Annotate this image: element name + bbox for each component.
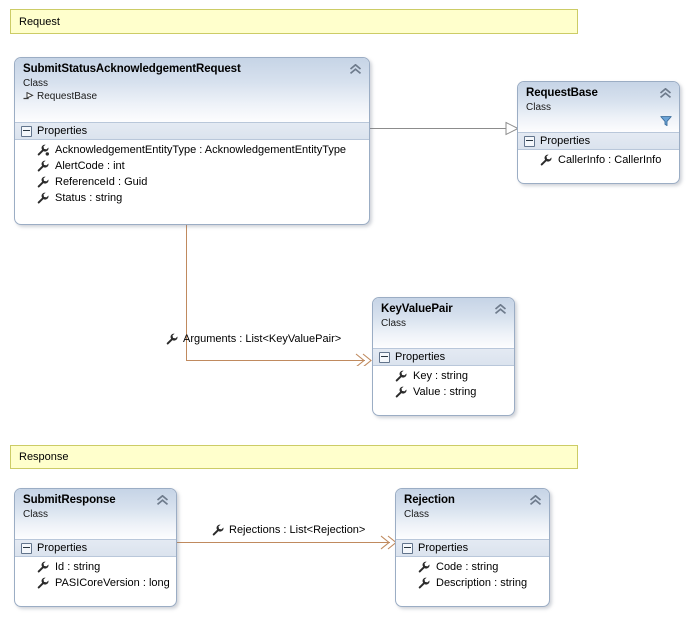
member-row[interactable]: AcknowledgementEntityType : Acknowledgem… <box>15 142 369 158</box>
collapse-toggle-icon[interactable] <box>21 542 32 554</box>
property-wrench-icon <box>395 370 407 382</box>
class-stereotype: Class <box>526 102 552 113</box>
group-banner-request-label: Request <box>19 15 60 28</box>
chevron-up-icon[interactable] <box>659 88 672 99</box>
compartment-label: Properties <box>418 542 469 554</box>
association-label-arguments-text: Arguments : List<KeyValuePair> <box>183 333 342 345</box>
member-list: AcknowledgementEntityType : Acknowledgem… <box>15 140 369 210</box>
property-wrench-icon <box>37 160 49 172</box>
property-wrench-icon <box>37 192 49 204</box>
member-label: AlertCode : int <box>55 160 125 172</box>
collapse-toggle-icon[interactable] <box>379 351 390 363</box>
class-title: SubmitResponse <box>23 494 116 506</box>
class-header: RequestBase Class <box>518 82 679 132</box>
class-header: SubmitResponse Class <box>15 489 176 539</box>
class-submit-status-acknowledgement-request[interactable]: SubmitStatusAcknowledgementRequest Class… <box>14 57 370 225</box>
class-title: SubmitStatusAcknowledgementRequest <box>23 63 241 75</box>
compartment-label: Properties <box>37 125 88 137</box>
member-label: PASICoreVersion : long <box>55 577 170 589</box>
class-stereotype: Class <box>381 318 407 329</box>
group-banner-response[interactable]: Response <box>10 445 578 469</box>
collapse-toggle-icon[interactable] <box>524 135 535 147</box>
class-request-base[interactable]: RequestBase Class Properties CallerInfo … <box>517 81 680 184</box>
compartment-label: Properties <box>540 135 591 147</box>
compartment-header-properties[interactable]: Properties <box>396 539 549 557</box>
class-rejection[interactable]: Rejection Class Properties Code : string <box>395 488 550 607</box>
member-row[interactable]: Id : string <box>15 559 176 575</box>
property-wrench-icon <box>37 577 49 589</box>
class-base-class: RequestBase <box>23 90 361 103</box>
property-wrench-icon <box>212 524 224 536</box>
property-wrench-icon <box>37 561 49 573</box>
compartment-header-properties[interactable]: Properties <box>15 122 369 140</box>
collapse-toggle-icon[interactable] <box>402 542 413 554</box>
inheritance-arrow-icon <box>23 91 34 99</box>
class-submit-response[interactable]: SubmitResponse Class Properties Id : str… <box>14 488 177 607</box>
class-title: KeyValuePair <box>381 303 453 315</box>
class-header: SubmitStatusAcknowledgementRequest Class… <box>15 58 369 122</box>
chevron-up-icon[interactable] <box>529 495 542 506</box>
association-label-rejections: Rejections : List<Rejection> <box>212 524 365 536</box>
class-stereotype: Class <box>23 78 49 89</box>
member-row[interactable]: PASICoreVersion : long <box>15 575 176 591</box>
property-wrench-icon <box>540 154 552 166</box>
class-stereotype: Class <box>404 509 430 520</box>
member-label: Code : string <box>436 561 499 573</box>
member-list: Code : string Description : string <box>396 557 549 595</box>
member-label: Key : string <box>413 370 469 382</box>
member-label: AcknowledgementEntityType : Acknowledgem… <box>55 144 347 156</box>
class-title: RequestBase <box>526 87 598 99</box>
member-list: CallerInfo : CallerInfo <box>518 150 679 172</box>
member-row[interactable]: Value : string <box>373 384 514 400</box>
member-list: Key : string Value : string <box>373 366 514 404</box>
compartment-header-properties[interactable]: Properties <box>518 132 679 150</box>
member-row[interactable]: Description : string <box>396 575 549 591</box>
property-wrench-icon <box>418 561 430 573</box>
member-row[interactable]: AlertCode : int <box>15 158 369 174</box>
member-row[interactable]: ReferenceId : Guid <box>15 174 369 190</box>
chevron-up-icon[interactable] <box>494 304 507 315</box>
class-title: Rejection <box>404 494 455 506</box>
property-wrench-icon <box>395 386 407 398</box>
member-row[interactable]: Key : string <box>373 368 514 384</box>
compartment-header-properties[interactable]: Properties <box>373 348 514 366</box>
group-banner-request[interactable]: Request <box>10 9 578 34</box>
property-wrench-icon <box>418 577 430 589</box>
association-label-rejections-text: Rejections : List<Rejection> <box>229 524 366 536</box>
property-wrench-icon <box>37 144 49 156</box>
member-label: Status : string <box>55 192 123 204</box>
connector-inheritance-request-base <box>368 121 520 136</box>
group-banner-response-label: Response <box>19 451 69 463</box>
member-row[interactable]: CallerInfo : CallerInfo <box>518 152 679 168</box>
property-wrench-icon <box>37 176 49 188</box>
compartment-header-properties[interactable]: Properties <box>15 539 176 557</box>
chevron-up-icon[interactable] <box>349 64 362 75</box>
class-stereotype: Class <box>23 509 49 520</box>
member-label: ReferenceId : Guid <box>55 176 148 188</box>
class-base-class-label: RequestBase <box>37 91 98 102</box>
member-label: Value : string <box>413 386 477 398</box>
filter-icon[interactable] <box>660 115 672 127</box>
member-label: Description : string <box>436 577 528 589</box>
compartment-label: Properties <box>395 351 446 363</box>
collapse-toggle-icon[interactable] <box>21 125 32 137</box>
member-list: Id : string PASICoreVersion : long <box>15 557 176 595</box>
chevron-up-icon[interactable] <box>156 495 169 506</box>
class-header: Rejection Class <box>396 489 549 539</box>
class-header: KeyValuePair Class <box>373 298 514 348</box>
member-label: CallerInfo : CallerInfo <box>558 154 662 166</box>
association-label-arguments: Arguments : List<KeyValuePair> <box>166 333 341 345</box>
member-row[interactable]: Code : string <box>396 559 549 575</box>
member-label: Id : string <box>55 561 101 573</box>
property-wrench-icon <box>166 333 178 345</box>
member-row[interactable]: Status : string <box>15 190 369 206</box>
compartment-label: Properties <box>37 542 88 554</box>
class-key-value-pair[interactable]: KeyValuePair Class Properties Key : stri… <box>372 297 515 416</box>
